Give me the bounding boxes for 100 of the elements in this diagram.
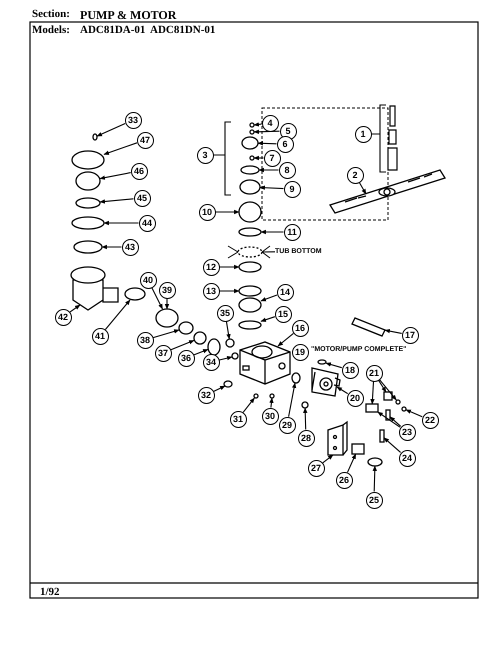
tub-opening-drawing (237, 246, 263, 258)
callout-number: 7 (264, 150, 280, 166)
ring-drawing (71, 216, 105, 230)
callout-number: 27 (308, 460, 324, 476)
leader-line (336, 386, 348, 394)
callout-number: 30 (262, 408, 278, 424)
leader-line (378, 379, 397, 400)
callout-number: 5 (280, 122, 296, 140)
callout-number: 32 (198, 386, 214, 404)
leader-line (151, 287, 163, 310)
callout-number: 36 (178, 350, 194, 366)
leader-line (220, 288, 240, 294)
disk-drawing (367, 457, 383, 467)
leader-line (153, 329, 180, 338)
leader-line (104, 300, 130, 330)
cup-drawing (239, 179, 261, 195)
leader-line (99, 172, 131, 180)
leader-line (170, 340, 194, 350)
leader-line (213, 386, 226, 392)
callout-number: 44 (138, 214, 156, 232)
ball-drawing (231, 352, 239, 360)
date-code: 1/92 (40, 586, 60, 598)
callout-number: 15 (274, 306, 292, 322)
leader-line (262, 251, 275, 253)
callout-number: 23 (398, 424, 416, 440)
callout-number: 8 (278, 162, 296, 178)
callout-number: 35 (216, 304, 234, 322)
callout-number: 20 (346, 390, 364, 406)
callout-number: 37 (154, 344, 172, 362)
callout-number: 19 (292, 344, 308, 360)
filter-drawing (75, 171, 101, 191)
leader-line (260, 294, 278, 302)
clip-drawing (383, 391, 393, 401)
leader-line (103, 142, 138, 155)
ring-drawing (238, 227, 262, 237)
callout-number: 28 (298, 430, 314, 446)
leader-line (101, 244, 122, 250)
switch-drawing (351, 443, 365, 455)
leader-line (384, 437, 401, 453)
callout-number: 43 (122, 238, 138, 256)
screw-drawing (92, 133, 98, 141)
callout-number: 26 (336, 472, 352, 488)
leader-line (70, 304, 80, 313)
callout-number: 3 (196, 146, 214, 164)
callout-number: 41 (92, 328, 108, 344)
section-label: Section: (32, 8, 70, 20)
screw-drawing (301, 401, 309, 409)
leader-line (370, 381, 375, 405)
screw-drawing (269, 393, 275, 399)
screw-drawing (401, 406, 407, 412)
ring-drawing (73, 240, 103, 254)
callout-number: 25 (366, 492, 382, 508)
leader-line (372, 465, 377, 492)
leader-line (278, 332, 294, 346)
leader-line (194, 348, 208, 356)
leader-line (322, 454, 334, 464)
pump-housing-drawing (239, 341, 291, 385)
nut-drawing (225, 338, 235, 348)
callout-number: 47 (136, 132, 154, 148)
models-label: Models: (32, 24, 70, 36)
leader-line (96, 123, 126, 137)
callout-number: 31 (230, 410, 246, 428)
ring-drawing (238, 320, 262, 330)
leader-line (226, 321, 231, 340)
leader-line (219, 356, 233, 361)
callout-number: 6 (276, 136, 294, 152)
cap-drawing (241, 136, 259, 150)
leader-line (288, 382, 296, 417)
leader-line (242, 398, 255, 413)
leader-line (269, 397, 274, 408)
leader-line (216, 210, 240, 214)
callout-number: 13 (202, 282, 220, 300)
leader-line (260, 316, 276, 322)
callout-number: 12 (202, 258, 220, 276)
pump-housing-drawing (70, 266, 119, 311)
callout-number: 46 (130, 162, 148, 180)
wire-drawing (317, 359, 327, 365)
model-number: ADC81DA-01 (80, 24, 146, 36)
leader-line (99, 198, 134, 204)
leader-line (164, 298, 170, 310)
leader-line (103, 220, 138, 226)
leader-line (378, 380, 386, 392)
callout-number: 16 (292, 320, 308, 336)
leader-line (303, 407, 308, 430)
callout-number: 45 (134, 190, 150, 206)
ring-drawing (193, 331, 207, 345)
spring-drawing (385, 409, 391, 421)
motor-drawing (311, 367, 341, 397)
leader-line (325, 362, 342, 368)
seal-drawing (291, 372, 301, 384)
callout-number: 11 (284, 224, 300, 240)
callout-number: 9 (284, 180, 300, 198)
model-number: ADC81DN-01 (150, 24, 216, 36)
callout-number: 42 (54, 308, 72, 326)
callout-number: 34 (202, 354, 220, 370)
callout-number: 22 (422, 412, 438, 428)
leader-line (384, 328, 402, 334)
callout-number: 14 (276, 284, 294, 300)
callout-number: 40 (140, 272, 156, 288)
cover-drawing (71, 150, 105, 170)
